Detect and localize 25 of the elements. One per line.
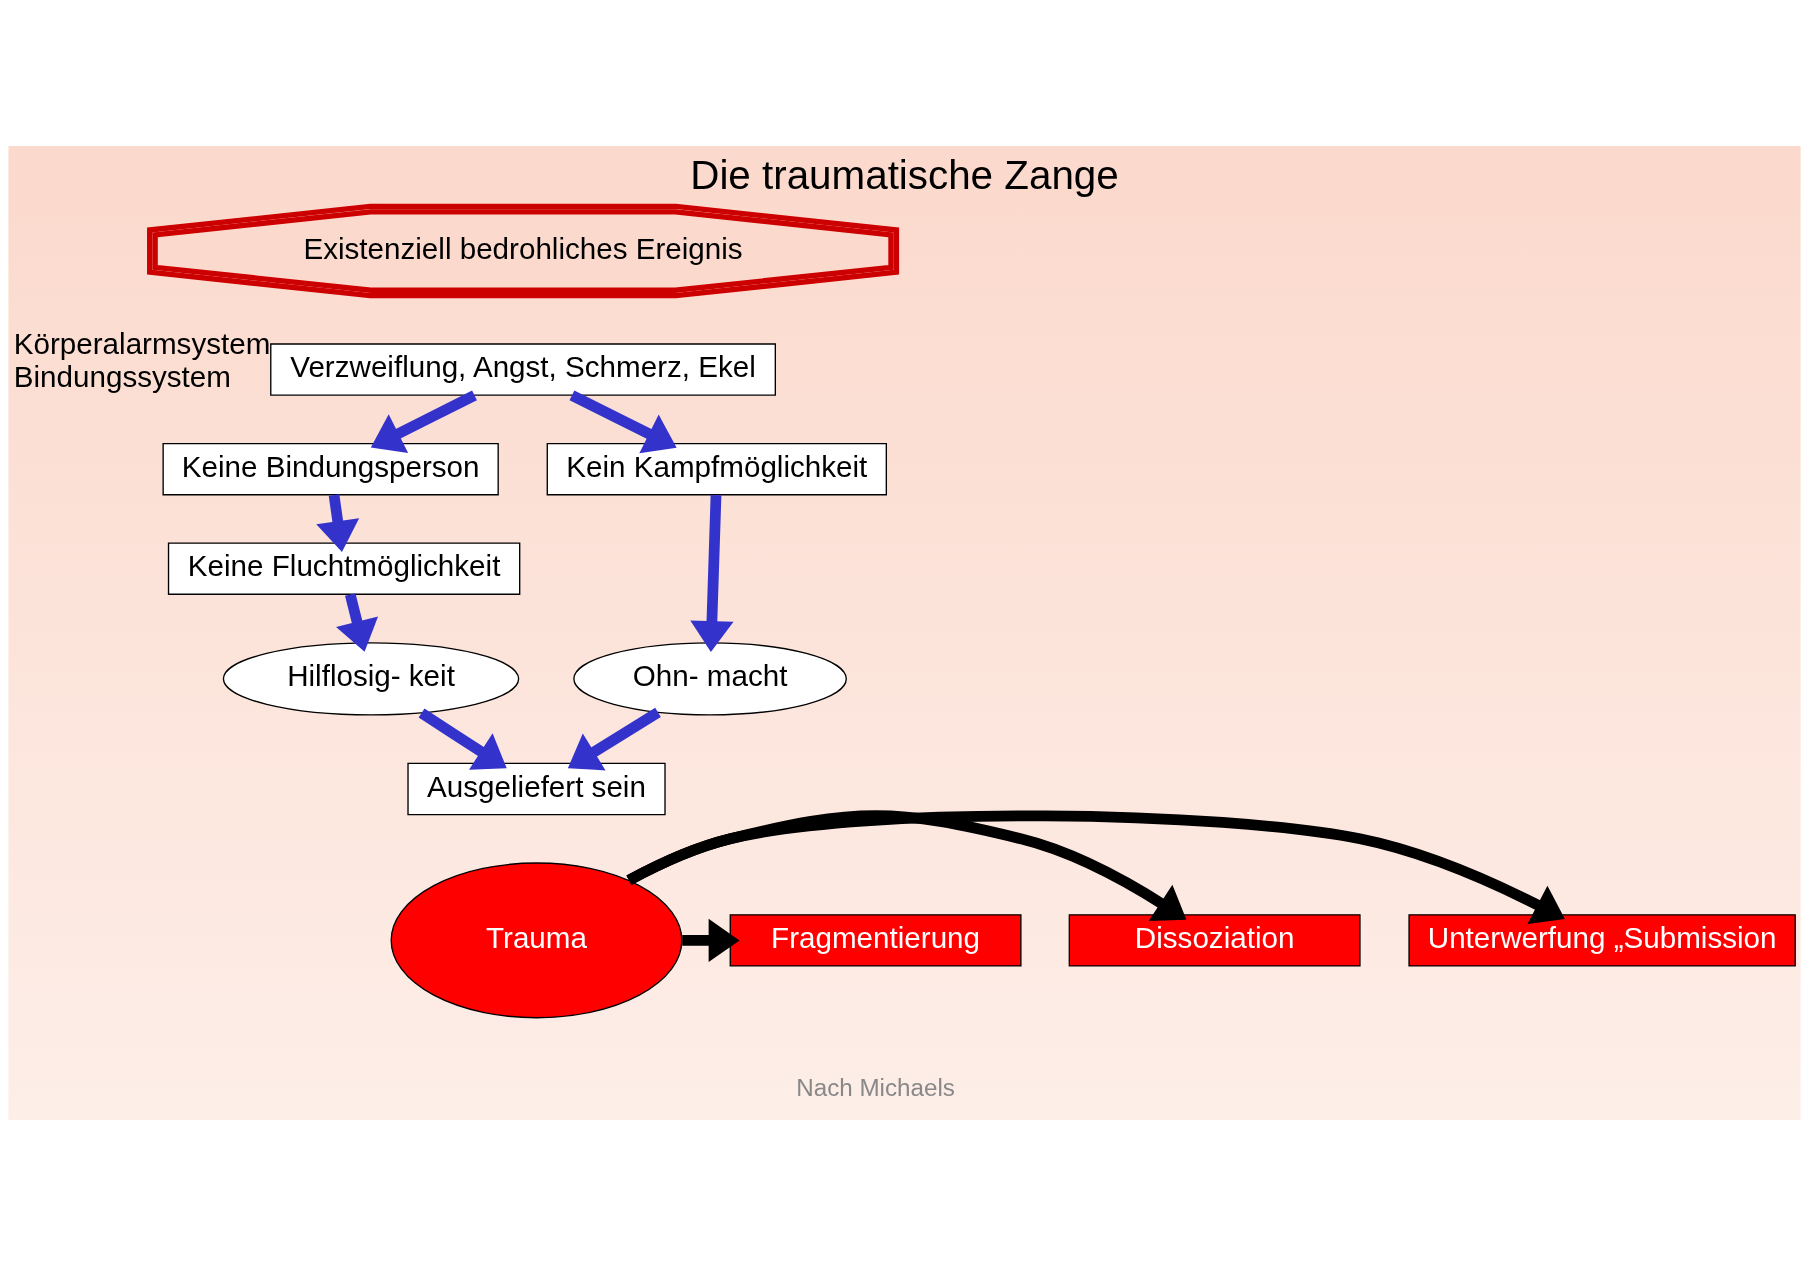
node-box: Keine Bindungsperson	[162, 442, 499, 495]
node-label: Körperalarmsystem	[13, 326, 271, 360]
node-box: Keine Fluchtmöglichkeit	[167, 541, 521, 595]
arrow	[626, 809, 1187, 921]
node-ellipse: Ohn- macht	[573, 641, 847, 715]
arrow	[316, 493, 360, 552]
node-box: Ausgeliefert sein	[407, 762, 666, 815]
arrow	[336, 592, 379, 652]
arrow	[690, 494, 734, 652]
node-box: Unterwerfung „Submission	[1408, 913, 1796, 967]
node-ellipse: Hilflosig- keit	[222, 641, 520, 715]
node-box: Kein Kampfmöglichkeit	[546, 442, 887, 495]
arrow	[569, 390, 677, 453]
node-ellipse: Trauma	[390, 861, 683, 1018]
arrow	[370, 390, 477, 453]
arrow	[682, 918, 740, 962]
node-label: Bindungssystem	[13, 359, 231, 393]
label: Nach Michaels	[796, 1073, 955, 1101]
diagram-title: Die traumatische Zange	[690, 151, 1119, 198]
arrow	[418, 708, 507, 770]
node-box: Fragmentierung	[729, 913, 1022, 967]
node-box: Dissoziation	[1068, 913, 1361, 967]
node-box: Verzweiflung, Angst, Schmerz, Ekel	[270, 342, 776, 396]
arrow	[626, 810, 1565, 924]
arrow	[567, 707, 661, 770]
